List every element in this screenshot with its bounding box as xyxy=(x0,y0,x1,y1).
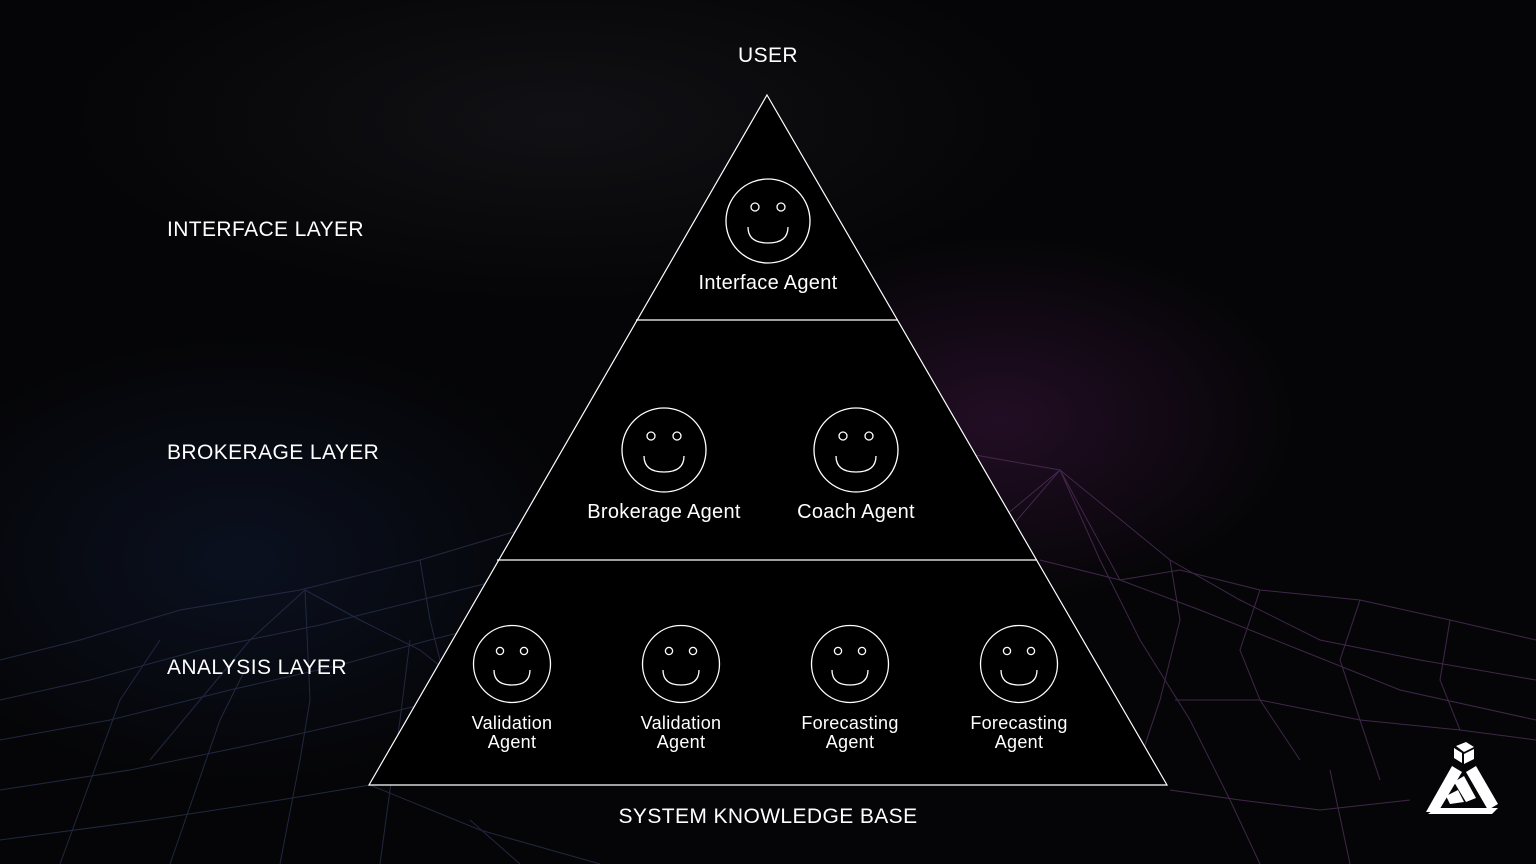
coach-agent: Coach Agent xyxy=(766,406,946,522)
brokerage-layer-label: BROKERAGE LAYER xyxy=(167,441,380,464)
agent-name: Validation Agent xyxy=(471,713,553,752)
smiley-face-icon xyxy=(810,624,890,704)
interface-agent: Interface Agent xyxy=(678,177,858,293)
interface-layer-label: INTERFACE LAYER xyxy=(167,218,364,241)
brand-logo-icon xyxy=(1426,742,1498,814)
pyramid xyxy=(367,93,1169,786)
agent-name: Forecasting Agent xyxy=(970,713,1068,752)
agent-name: Brokerage Agent xyxy=(587,501,741,523)
analysis-layer-label: ANALYSIS LAYER xyxy=(167,656,347,679)
pyramid-outline xyxy=(367,93,1169,786)
smiley-face-icon xyxy=(979,624,1059,704)
forecasting-agent-2: Forecasting Agent xyxy=(929,624,1109,752)
smiley-face-icon xyxy=(621,407,707,493)
validation-agent-1: Validation Agent xyxy=(422,624,602,752)
knowledge-base-label: SYSTEM KNOWLEDGE BASE xyxy=(618,805,918,828)
agent-name: Validation Agent xyxy=(640,713,722,752)
smiley-face-icon xyxy=(472,624,552,704)
smiley-face-icon xyxy=(813,407,899,493)
forecasting-agent-1: Forecasting Agent xyxy=(760,624,940,752)
brokerage-agent: Brokerage Agent xyxy=(574,406,754,522)
smiley-face-icon xyxy=(725,178,811,264)
agent-name: Coach Agent xyxy=(797,501,915,523)
smiley-face-icon xyxy=(641,624,721,704)
agent-name: Forecasting Agent xyxy=(801,713,899,752)
terrain-grid-right xyxy=(949,454,1536,864)
agent-name: Interface Agent xyxy=(698,272,838,294)
user-label: USER xyxy=(738,44,798,67)
validation-agent-2: Validation Agent xyxy=(591,624,771,752)
